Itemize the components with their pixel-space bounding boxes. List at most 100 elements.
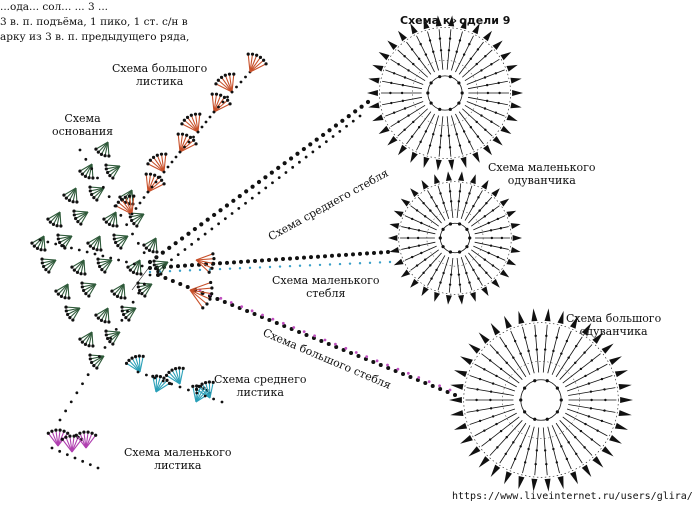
dandelion-dot: [455, 133, 458, 136]
fan-stitch-dot: [104, 220, 108, 224]
base-chain-dot: [69, 400, 73, 404]
dandelion-arrow: [500, 51, 512, 61]
dandelion-arrow: [372, 64, 384, 72]
dandelion-arrow: [421, 179, 429, 190]
fan-stitch: [71, 259, 85, 268]
fan-stitch-dot: [188, 135, 193, 139]
dandelion-dot: [439, 134, 443, 137]
dandelion-dot: [596, 429, 599, 432]
fan-stitch: [66, 307, 81, 312]
small-stem-dot: [358, 251, 362, 256]
fan-stitch-dot: [115, 224, 119, 228]
fan-stitch-dot: [152, 263, 156, 267]
medium-stem-dot: [173, 241, 178, 246]
fan-stitch: [148, 237, 157, 251]
fan-stitch-dot: [124, 316, 128, 320]
fan-stitch: [100, 141, 109, 155]
dandelion-arrow: [378, 51, 390, 61]
fan-stitch: [195, 259, 213, 269]
dandelion: [449, 308, 633, 492]
fan-stitch-dot: [90, 431, 94, 435]
dandelion-arrow: [453, 422, 468, 430]
dandelion-dot: [487, 221, 490, 225]
fan-stitch: [156, 155, 165, 173]
fan-stitch-dot: [99, 318, 104, 322]
fan-stitch: [144, 283, 153, 297]
dandelion-dot: [498, 91, 501, 95]
fan-stitch-dot: [96, 316, 100, 320]
dandelion-dot: [403, 76, 407, 79]
fan-stitch: [71, 436, 79, 453]
dandelion-dot: [406, 236, 410, 240]
fan-stitch-dot: [56, 233, 60, 237]
dandelion-dot: [483, 76, 487, 79]
fan-stitch-dot: [264, 62, 268, 66]
dandelion-center-dot: [559, 398, 563, 402]
big-stem-accent-dot: [240, 305, 244, 309]
dandelion-dot: [496, 255, 500, 259]
fan-stitch-dot: [108, 340, 112, 344]
dandelion-arrow: [472, 151, 480, 163]
fan-stitch-dot: [227, 72, 232, 76]
dandelion-dot: [589, 407, 593, 410]
dandelion-center-dot: [457, 81, 461, 85]
base-chain-dot: [103, 346, 107, 349]
fan-stitch: [123, 283, 126, 299]
base-fan: [94, 141, 111, 158]
big-leaf-chain-dot: [158, 175, 162, 179]
dandelion-arrow: [491, 278, 500, 288]
fan-stitch: [249, 55, 258, 73]
big-leaf-chain-dot: [221, 100, 225, 104]
fan-stitch-dot: [116, 200, 120, 204]
fan-stitch-dot: [151, 374, 155, 378]
dandelion-arrow: [387, 40, 398, 51]
medium-stem-dot: [170, 258, 173, 262]
dandelion-arrow: [544, 308, 551, 322]
fan-stitch-dot: [173, 367, 178, 371]
fan-stitch-dot: [50, 429, 54, 433]
fan-stitch: [154, 261, 169, 266]
dandelion-dot: [401, 83, 405, 87]
fan-stitch-dot: [216, 78, 220, 82]
fan-stitch-dot: [118, 195, 122, 199]
small-stem-accent-dot: [248, 266, 252, 270]
fan-stitch-dot: [99, 248, 103, 252]
dandelion-dot: [584, 374, 587, 378]
big-stem-accent-dot: [313, 334, 316, 338]
fan-stitch-dot: [144, 172, 148, 176]
fan-stitch-dot: [95, 198, 99, 202]
fan-stitch-dot: [40, 261, 44, 265]
dandelion-dot: [432, 50, 435, 53]
fan-stitch-dot: [126, 265, 130, 269]
big-leaf-chain-dot: [183, 145, 186, 149]
medium-stem-dot: [230, 212, 234, 215]
dandelion-dot: [417, 57, 421, 60]
fan-stitch-dot: [86, 241, 90, 245]
fan-stitch: [90, 355, 105, 360]
dandelion-arrow: [499, 198, 510, 207]
fan-stitch-dot: [107, 154, 111, 158]
dandelion-dot: [403, 55, 406, 58]
dandelion-dot: [448, 37, 452, 40]
big-stem-accent-dot: [344, 346, 348, 350]
fan-stitch: [107, 165, 121, 174]
fan-stitch-dot: [180, 122, 184, 126]
big-stem-dot: [178, 282, 183, 286]
fan-stitch: [147, 183, 165, 193]
fan-stitch: [104, 141, 109, 156]
fan-stitch-dot: [107, 320, 111, 324]
fan-stitch-dot: [107, 222, 112, 226]
base-chain-dot: [117, 258, 120, 262]
medium-stem-dot: [321, 132, 326, 138]
dandelion-center-dot: [457, 101, 461, 105]
fan-stitch-dot: [72, 268, 76, 272]
fan-stitch-dot: [177, 366, 181, 370]
dandelion-dot: [468, 281, 471, 284]
dandelion-arrow: [592, 456, 604, 468]
base-fan: [62, 187, 79, 204]
medium-stem-dot: [218, 208, 223, 213]
dandelion: [388, 171, 522, 305]
big-stem-dot: [393, 369, 398, 373]
dandelion-dot: [412, 120, 415, 124]
big-stem-dot: [401, 372, 406, 376]
